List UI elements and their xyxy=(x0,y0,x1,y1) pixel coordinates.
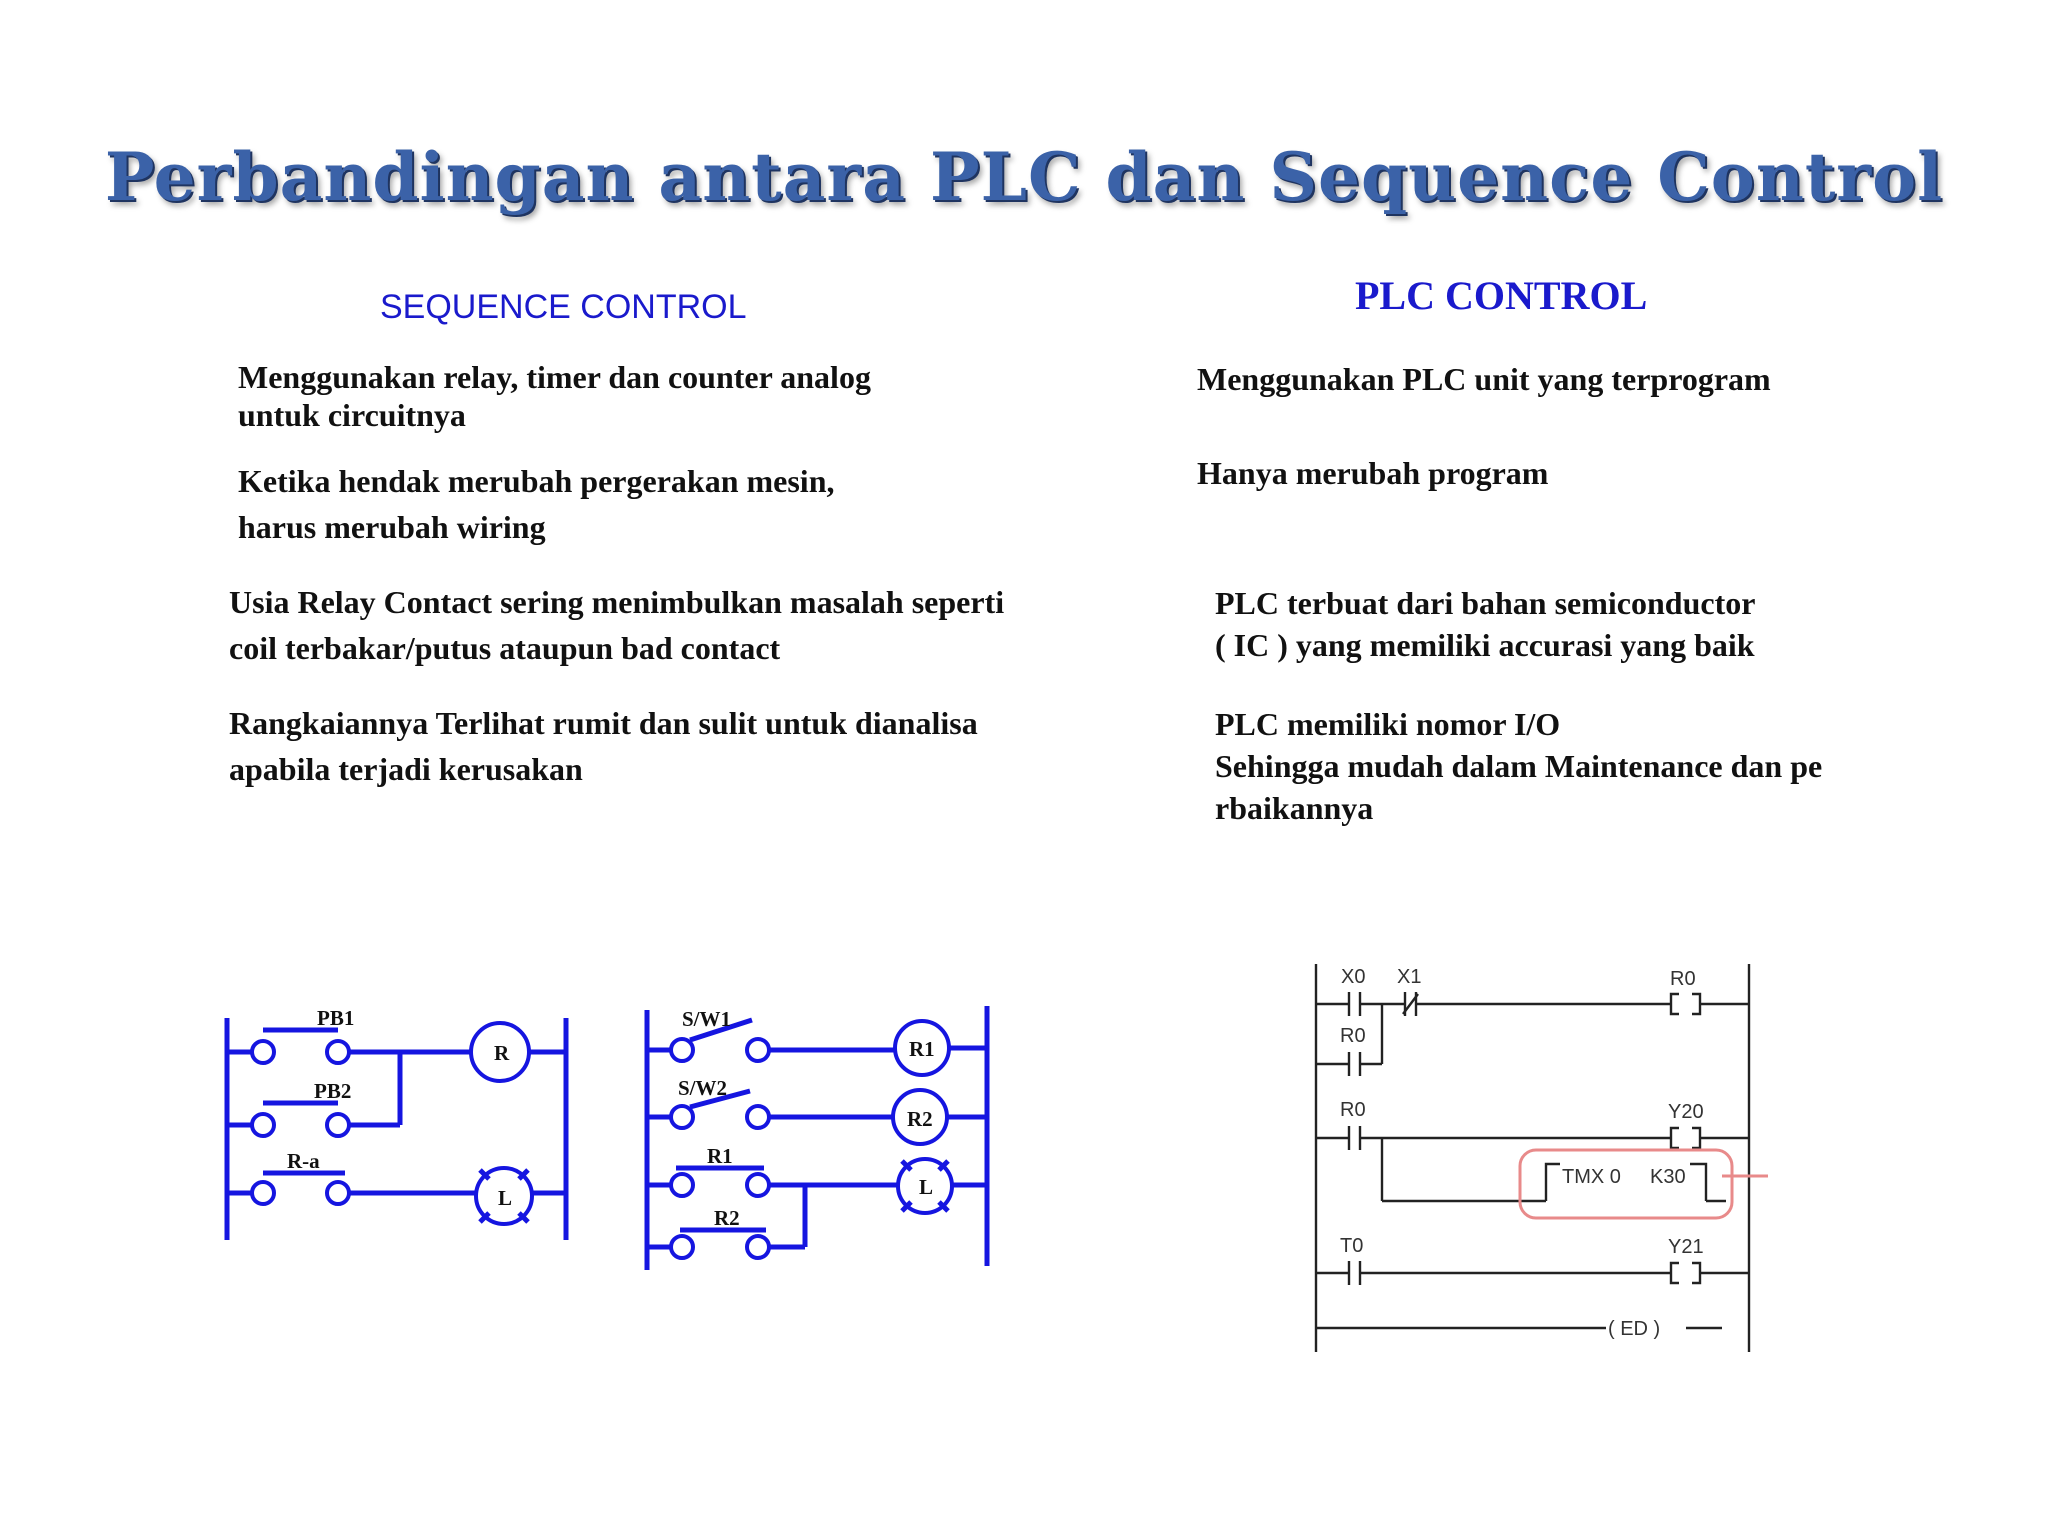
plc-point-2: Hanya merubah program xyxy=(1197,452,1548,494)
plc-point-4-line-2: Sehingga mudah dalam Maintenance dan pe xyxy=(1215,748,1823,784)
plc-point-1-line-1: Menggunakan PLC unit yang terprogram xyxy=(1197,361,1771,397)
plc-point-4-line-1: PLC memiliki nomor I/O xyxy=(1215,706,1561,742)
sequence-point-1: Menggunakan relay, timer dan counter ana… xyxy=(238,358,871,434)
y21-label: Y21 xyxy=(1668,1236,1704,1258)
contact-terminal xyxy=(325,1180,351,1206)
contact-terminal xyxy=(745,1037,771,1063)
x1-nc-slash xyxy=(1402,993,1419,1015)
relay-diagram-1: PB1 R PB2 R-a L xyxy=(224,1006,569,1240)
lamp-ray xyxy=(900,1200,913,1213)
sequence-point-4-line-2: apabila terjadi kerusakan xyxy=(229,751,583,787)
sw2-label: S/W2 xyxy=(678,1076,727,1100)
r0-coil xyxy=(1692,992,1702,1016)
plc-control-heading: PLC CONTROL xyxy=(1355,273,1648,318)
contact-terminal xyxy=(745,1104,771,1130)
lamp-ray xyxy=(478,1168,491,1181)
r1-label: R1 xyxy=(707,1144,733,1168)
t0-label: T0 xyxy=(1340,1235,1363,1257)
contact-terminal xyxy=(250,1180,276,1206)
sequence-point-2: Ketika hendak merubah pergerakan mesin, … xyxy=(238,458,834,550)
sw1-switch-blade xyxy=(689,1017,753,1043)
contact-terminal xyxy=(325,1112,351,1138)
lamp-ray xyxy=(517,1168,530,1181)
sequence-point-3-line-2: coil terbakar/putus ataupun bad contact xyxy=(229,630,781,666)
sequence-point-4-line-1: Rangkaiannya Terlihat rumit dan sulit un… xyxy=(229,705,978,741)
plc-ladder-diagram: X0 X1 R0 R0 R0 Y20 TMX 0 K30 xyxy=(1314,964,1768,1352)
sequence-point-4: Rangkaiannya Terlihat rumit dan sulit un… xyxy=(229,700,978,792)
y20-coil xyxy=(1692,1126,1702,1150)
plc-point-4-line-3: rbaikannya xyxy=(1215,790,1374,826)
y21-coil xyxy=(1692,1261,1702,1285)
contact-terminal xyxy=(669,1037,695,1063)
plc-point-2-line-1: Hanya merubah program xyxy=(1197,455,1549,491)
y20-coil xyxy=(1669,1126,1679,1150)
lamp-l-label: L xyxy=(498,1186,512,1210)
lamp-l xyxy=(474,1166,534,1226)
lamp-ray xyxy=(937,1159,950,1172)
lamp-ray xyxy=(478,1211,491,1224)
lamp-l-label: L xyxy=(919,1175,933,1199)
r2-label: R2 xyxy=(714,1206,740,1230)
y21-coil xyxy=(1669,1261,1679,1285)
pb2-label: PB2 xyxy=(314,1079,351,1103)
plc-point-3-line-2: ( IC ) yang memiliki accurasi yang baik xyxy=(1215,627,1755,663)
pb1-label: PB1 xyxy=(317,1006,354,1030)
sequence-point-3-line-1: Usia Relay Contact sering menimbulkan ma… xyxy=(229,584,1005,620)
sequence-control-heading: SEQUENCE CONTROL xyxy=(380,288,747,326)
r0-contact-label: R0 xyxy=(1340,1099,1366,1121)
x0-label: X0 xyxy=(1341,966,1365,988)
plc-point-3-line-1: PLC terbuat dari bahan semiconductor xyxy=(1215,585,1756,621)
lamp-ray xyxy=(937,1200,950,1213)
contact-terminal xyxy=(250,1112,276,1138)
contact-terminal xyxy=(325,1039,351,1065)
sequence-point-2-line-1: Ketika hendak merubah pergerakan mesin, xyxy=(238,463,835,499)
r0-coil-label: R0 xyxy=(1670,968,1696,990)
timer-bracket-left xyxy=(1544,1162,1560,1201)
contact-terminal xyxy=(745,1172,771,1198)
slide-title: Perbandingan antara PLC dan Sequence Con… xyxy=(104,138,1944,216)
coil-r1-label: R1 xyxy=(909,1037,935,1061)
x1-label: X1 xyxy=(1397,966,1421,988)
sw2-switch-blade xyxy=(689,1088,751,1110)
lamp-ray xyxy=(517,1211,530,1224)
sequence-point-1-line-1: Menggunakan relay, timer dan counter ana… xyxy=(238,359,871,395)
coil-r2-label: R2 xyxy=(907,1107,933,1131)
coil-r-label: R xyxy=(494,1041,510,1065)
plc-point-4: PLC memiliki nomor I/O Sehingga mudah da… xyxy=(1215,703,1822,829)
contact-terminal xyxy=(669,1234,695,1260)
ra-label: R-a xyxy=(287,1149,320,1173)
y20-label: Y20 xyxy=(1668,1101,1704,1123)
contact-terminal xyxy=(669,1172,695,1198)
relay-diagram-2: S/W1 R1 S/W2 R2 R1 L R2 xyxy=(644,1006,990,1270)
tmx-label: TMX 0 xyxy=(1562,1166,1621,1188)
r0-coil xyxy=(1669,992,1679,1016)
contact-terminal xyxy=(250,1039,276,1065)
contact-terminal xyxy=(669,1104,695,1130)
lamp-ray xyxy=(900,1159,913,1172)
sequence-point-1-line-2: untuk circuitnya xyxy=(238,397,466,433)
r0-hold-label: R0 xyxy=(1340,1025,1366,1047)
timer-highlight xyxy=(1518,1148,1734,1220)
contact-terminal xyxy=(745,1234,771,1260)
plc-point-1: Menggunakan PLC unit yang terprogram xyxy=(1197,358,1771,400)
sw1-label: S/W1 xyxy=(682,1007,731,1031)
ed-label: ( ED ) xyxy=(1608,1318,1660,1340)
plc-point-3: PLC terbuat dari bahan semiconductor ( I… xyxy=(1215,582,1755,666)
timer-bracket-right xyxy=(1690,1162,1708,1201)
k30-label: K30 xyxy=(1650,1166,1686,1188)
sequence-point-2-line-2: harus merubah wiring xyxy=(238,509,546,545)
sequence-point-3: Usia Relay Contact sering menimbulkan ma… xyxy=(229,579,1004,671)
